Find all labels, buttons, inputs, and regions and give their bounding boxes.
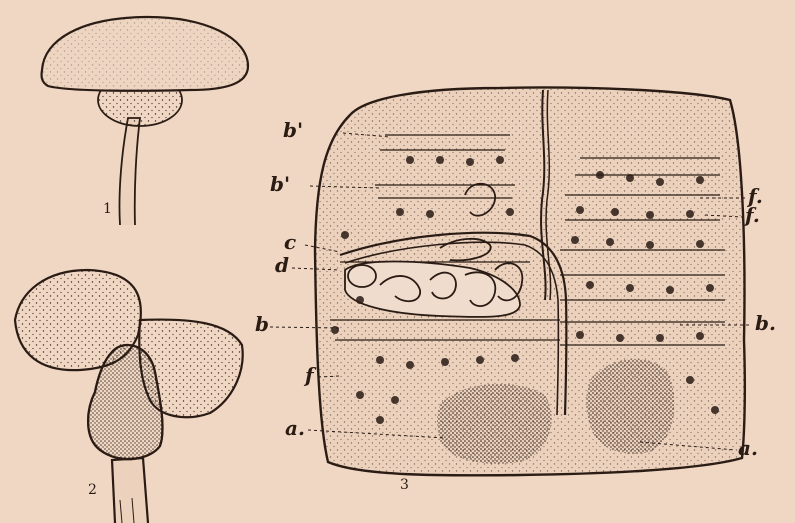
figure-2-number: 2 [88,483,97,497]
label-f-right-mid: f. [745,205,760,225]
figure-3-number: 3 [400,478,409,492]
label-b-prime-top: b' [283,120,303,140]
figure-1 [42,17,248,225]
label-b-prime-mid: b' [270,174,290,194]
label-b-left: b [255,314,269,334]
label-c: c [284,232,296,252]
figure-3 [270,88,752,476]
label-f-left: f [305,365,314,385]
label-a-left: a. [285,418,305,438]
figure-2 [15,270,243,523]
label-a-right: a. [738,438,758,458]
label-d: d [275,255,289,275]
figure-1-number: 1 [103,202,112,216]
label-b-right: b. [755,313,776,333]
